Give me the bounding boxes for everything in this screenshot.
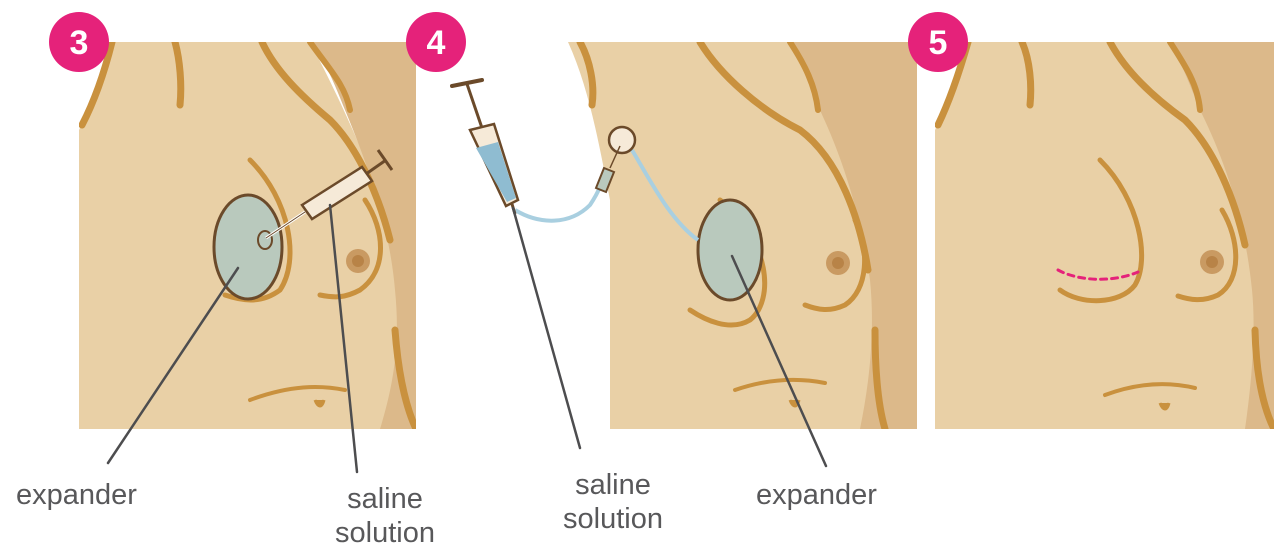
expander (214, 195, 282, 299)
label-expander-step3: expander (16, 478, 137, 512)
svg-text:3: 3 (70, 24, 89, 62)
port (609, 127, 635, 153)
svg-text:5: 5 (929, 24, 948, 62)
nipple-inner (352, 255, 364, 267)
step-badge-5: 5 (908, 12, 968, 72)
label-saline-line1: saline (322, 482, 448, 516)
navel (315, 400, 324, 406)
panel-step-4: 4 (406, 12, 917, 429)
svg-text:4: 4 (427, 24, 446, 62)
expander (698, 200, 762, 300)
panel-step-3: 3 (49, 12, 416, 429)
step-badge-3: 3 (49, 12, 109, 72)
step-badge-4: 4 (406, 12, 466, 72)
nipple-inner (832, 257, 844, 269)
panel-step-5: 5 (908, 12, 1274, 429)
label-saline-line1: saline (550, 468, 676, 502)
label-saline-line2: solution (322, 516, 448, 550)
navel (1160, 403, 1169, 409)
label-saline-line2: solution (550, 502, 676, 536)
label-saline-solution-step3: saline solution (322, 482, 448, 550)
label-expander-step4: expander (756, 478, 877, 512)
nipple-inner (1206, 256, 1218, 268)
label-saline-solution-step4: saline solution (550, 468, 676, 536)
